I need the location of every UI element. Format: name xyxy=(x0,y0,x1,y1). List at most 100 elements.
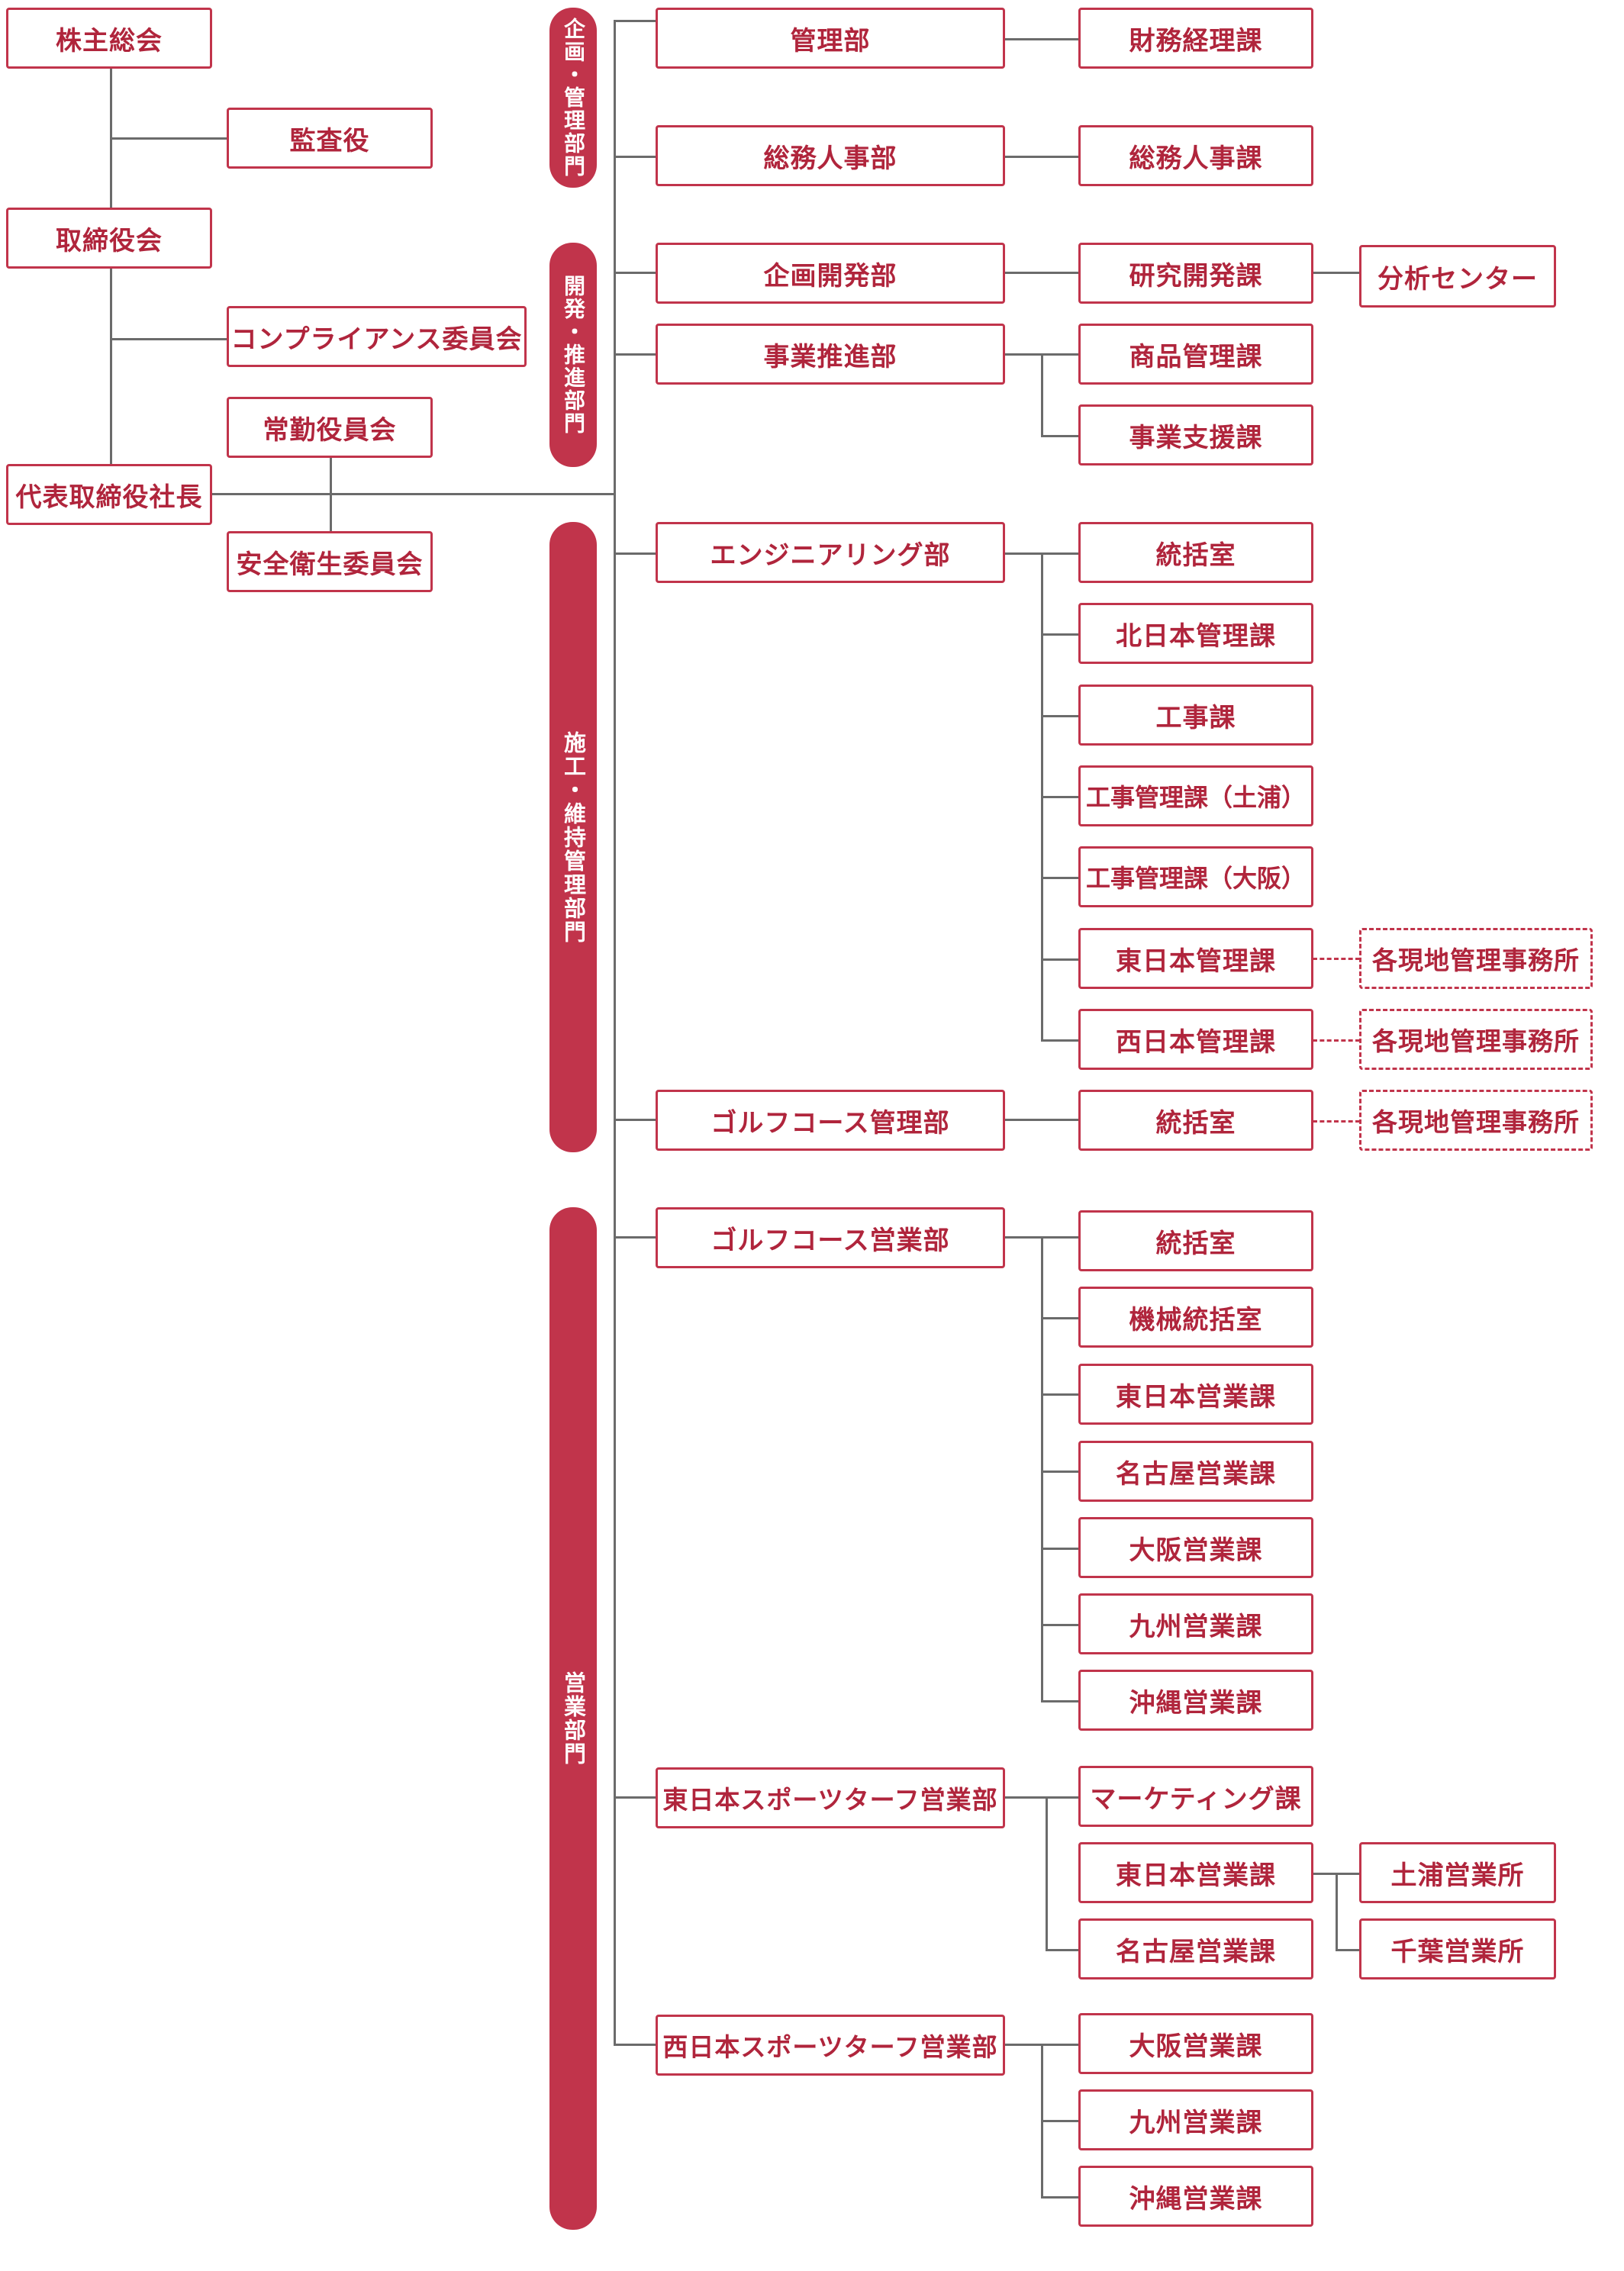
connector xyxy=(1041,1236,1043,1702)
connector xyxy=(614,20,656,22)
connector xyxy=(1004,156,1079,158)
connector xyxy=(1004,272,1079,274)
section-box: 沖縄営業課 xyxy=(1078,2166,1313,2227)
section-box: 西日本管理課 xyxy=(1078,1009,1313,1070)
connector xyxy=(614,552,656,555)
section-box: 東日本営業課 xyxy=(1078,1842,1313,1903)
connector xyxy=(614,1236,656,1239)
section-box: 統括室 xyxy=(1078,1090,1313,1151)
connector xyxy=(1004,1796,1079,1799)
dashed-connector xyxy=(1313,1120,1360,1123)
section-box: 九州営業課 xyxy=(1078,2089,1313,2150)
connector xyxy=(1041,877,1079,879)
section-box: 大阪営業課 xyxy=(1078,2013,1313,2074)
section-box: 九州営業課 xyxy=(1078,1593,1313,1654)
section-box: 工事課 xyxy=(1078,685,1313,746)
connector xyxy=(614,272,656,274)
division-sales: 営業部門 xyxy=(549,1207,597,2230)
division-construction: 施工・維持管理部門 xyxy=(549,522,597,1152)
section-box: 財務経理課 xyxy=(1078,8,1313,69)
dept-business-promo: 事業推進部 xyxy=(656,324,1005,385)
section-box: 名古屋営業課 xyxy=(1078,1918,1313,1979)
section-box: 研究開発課 xyxy=(1078,243,1313,304)
dept-golf-sales: ゴルフコース営業部 xyxy=(656,1207,1005,1268)
section-box: 東日本管理課 xyxy=(1078,928,1313,989)
section-box: 沖縄営業課 xyxy=(1078,1670,1313,1731)
connector xyxy=(614,1796,656,1799)
connector xyxy=(1041,353,1043,437)
section-box: マーケティング課 xyxy=(1078,1766,1313,1827)
division-planning-admin: 企画・管理部門 xyxy=(549,8,597,188)
section-box: 工事管理課（大阪） xyxy=(1078,846,1313,907)
connector xyxy=(614,2044,656,2046)
connector xyxy=(1041,1393,1079,1396)
connector xyxy=(1041,633,1079,636)
connector xyxy=(614,156,656,158)
dept-planning-dev: 企画開発部 xyxy=(656,243,1005,304)
section-box: 東日本営業課 xyxy=(1078,1364,1313,1425)
section-box: 商品管理課 xyxy=(1078,324,1313,385)
connector xyxy=(1041,1471,1079,1473)
connector xyxy=(1041,796,1079,798)
division-label: 開発・推進部門 xyxy=(561,275,586,435)
dept-engineering: エンジニアリング部 xyxy=(656,522,1005,583)
section-box: 北日本管理課 xyxy=(1078,603,1313,664)
connector xyxy=(110,338,227,340)
president-box: 代表取締役社長 xyxy=(6,464,212,525)
section-box: 事業支援課 xyxy=(1078,404,1313,465)
connector xyxy=(1041,1317,1079,1319)
dept-east-sports: 東日本スポーツターフ営業部 xyxy=(656,1767,1005,1828)
safety-committee-box: 安全衛生委員会 xyxy=(227,531,433,592)
field-office-box: 各現地管理事務所 xyxy=(1359,1090,1593,1151)
connector xyxy=(211,493,615,495)
dashed-connector xyxy=(1313,958,1360,960)
section-box: 総務人事課 xyxy=(1078,125,1313,186)
sub-unit-box: 分析センター xyxy=(1359,245,1556,308)
section-box: 名古屋営業課 xyxy=(1078,1441,1313,1502)
section-box: 統括室 xyxy=(1078,522,1313,583)
connector xyxy=(1041,958,1079,961)
division-label: 企画・管理部門 xyxy=(561,18,586,178)
connector xyxy=(1004,38,1079,40)
section-box: 大阪営業課 xyxy=(1078,1517,1313,1578)
dept-golf-mgmt: ゴルフコース管理部 xyxy=(656,1090,1005,1151)
connector xyxy=(1041,2196,1079,2199)
connector xyxy=(1313,272,1360,274)
connector xyxy=(1336,1949,1360,1951)
connector xyxy=(1041,435,1079,437)
division-label: 施工・維持管理部門 xyxy=(560,730,587,944)
connector xyxy=(1041,1548,1079,1550)
compliance-box: コンプライアンス委員会 xyxy=(227,306,527,367)
connector xyxy=(1041,2120,1079,2122)
auditor-box: 監査役 xyxy=(227,108,433,169)
connector xyxy=(614,353,656,356)
connector xyxy=(1041,1039,1079,1042)
connector xyxy=(614,20,616,2044)
dept-general-affairs: 総務人事部 xyxy=(656,125,1005,186)
office-box: 千葉営業所 xyxy=(1359,1918,1556,1979)
connector xyxy=(614,1119,656,1121)
connector xyxy=(1041,1700,1079,1702)
field-office-box: 各現地管理事務所 xyxy=(1359,928,1593,989)
shareholders-box: 株主総会 xyxy=(6,8,212,69)
section-box: 工事管理課（土浦） xyxy=(1078,765,1313,826)
division-label: 営業部門 xyxy=(560,1671,587,1766)
section-box: 機械統括室 xyxy=(1078,1287,1313,1348)
section-box: 統括室 xyxy=(1078,1210,1313,1271)
dept-admin: 管理部 xyxy=(656,8,1005,69)
connector xyxy=(1046,1796,1048,1950)
board-box: 取締役会 xyxy=(6,208,212,269)
executive-committee-box: 常勤役員会 xyxy=(227,397,433,458)
field-office-box: 各現地管理事務所 xyxy=(1359,1009,1593,1070)
connector xyxy=(1041,715,1079,717)
connector xyxy=(1004,1119,1079,1121)
dashed-connector xyxy=(1313,1039,1360,1042)
connector xyxy=(110,137,227,140)
connector xyxy=(1041,1624,1079,1626)
connector xyxy=(1046,1949,1079,1951)
division-development: 開発・推進部門 xyxy=(549,243,597,467)
office-box: 土浦営業所 xyxy=(1359,1842,1556,1903)
dept-west-sports: 西日本スポーツターフ営業部 xyxy=(656,2015,1005,2076)
connector xyxy=(1336,1873,1338,1950)
